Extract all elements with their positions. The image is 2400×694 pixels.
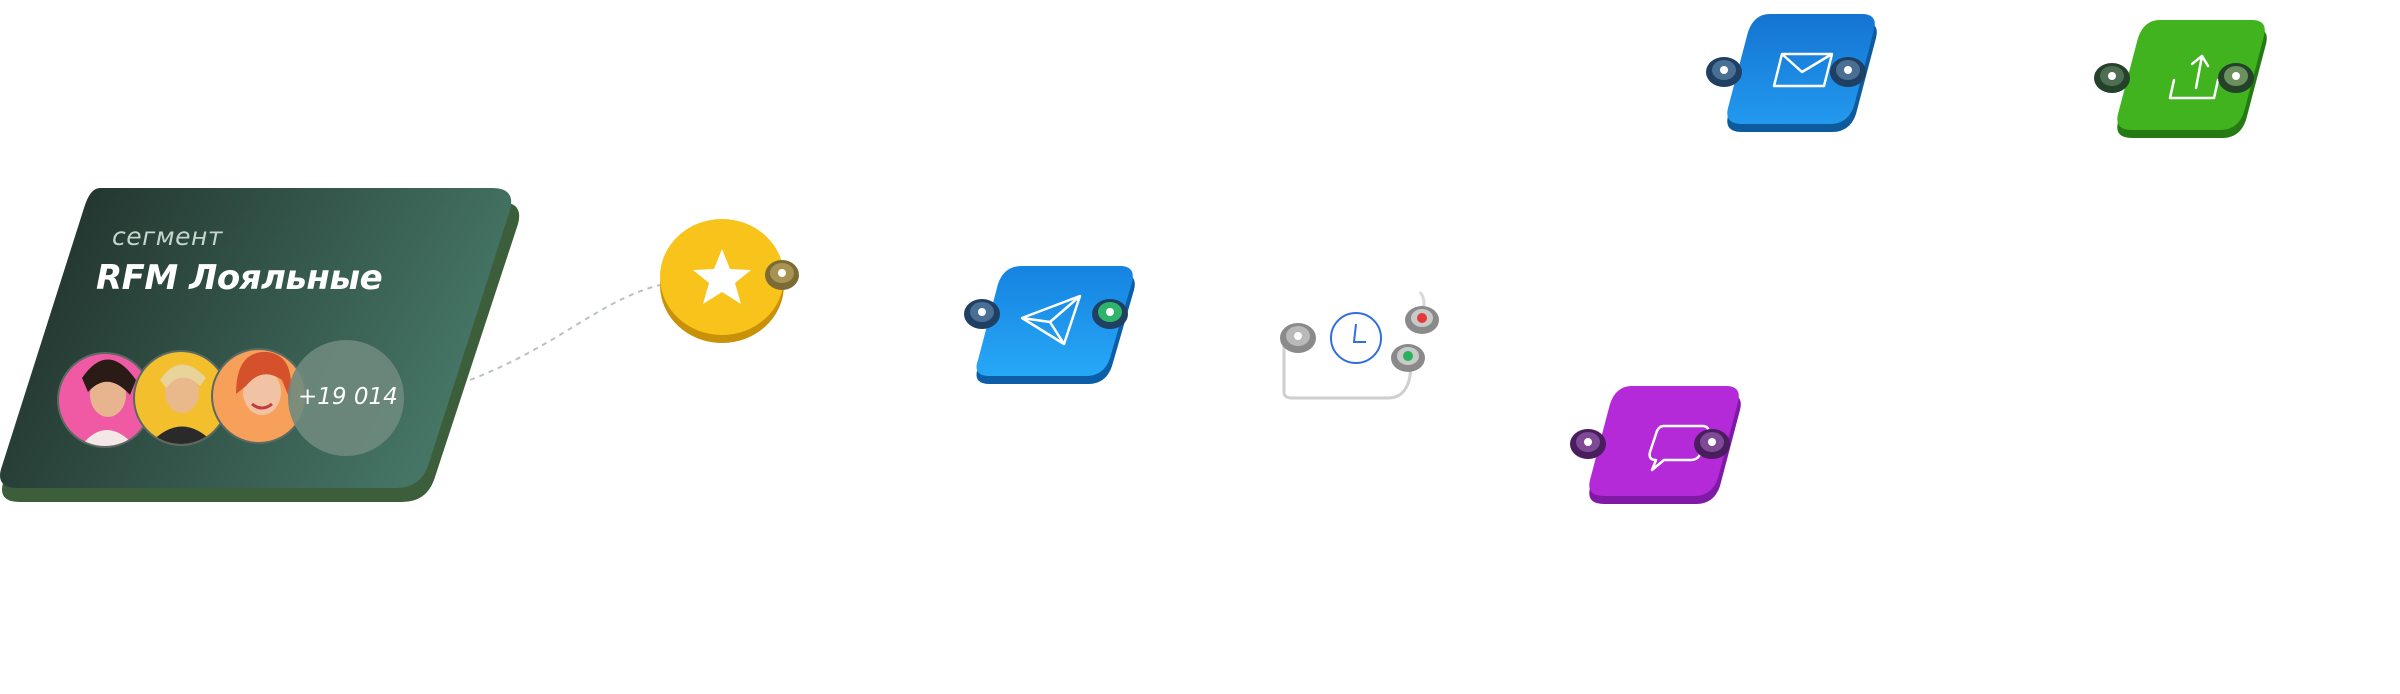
input-port[interactable] bbox=[1706, 57, 1742, 87]
wait-node-outline bbox=[1282, 340, 1414, 400]
telegram-node-face bbox=[976, 266, 1133, 376]
envelope-icon bbox=[1772, 52, 1834, 88]
email-node[interactable] bbox=[1700, 10, 1880, 140]
input-port[interactable] bbox=[2094, 63, 2130, 93]
output-port[interactable] bbox=[2218, 63, 2254, 93]
output-port[interactable] bbox=[1694, 429, 1730, 459]
output-port-success[interactable] bbox=[1391, 344, 1425, 372]
telegram-node[interactable] bbox=[960, 258, 1140, 398]
input-port[interactable] bbox=[1280, 323, 1316, 353]
export-node[interactable] bbox=[2090, 16, 2270, 146]
input-port[interactable] bbox=[1570, 429, 1606, 459]
upload-icon bbox=[2168, 54, 2220, 100]
wait-node[interactable] bbox=[1270, 280, 1450, 410]
export-node-face bbox=[2117, 20, 2265, 130]
clock-icon bbox=[1330, 312, 1382, 364]
sms-node[interactable] bbox=[1560, 382, 1741, 512]
email-node-face bbox=[1727, 14, 1875, 124]
more-count-bubble bbox=[288, 340, 404, 456]
output-port[interactable] bbox=[765, 260, 799, 290]
avatar-yellow bbox=[133, 350, 229, 446]
output-port-fail[interactable] bbox=[1405, 306, 1439, 334]
paper-plane-icon bbox=[1020, 294, 1082, 346]
sms-node-face bbox=[1589, 386, 1739, 496]
input-port[interactable] bbox=[964, 299, 1000, 329]
trigger-node[interactable] bbox=[650, 205, 810, 345]
star-icon bbox=[693, 249, 751, 304]
segment-card[interactable]: сегмент RFM Лояльные +19 014 bbox=[0, 0, 540, 520]
output-port[interactable] bbox=[1092, 299, 1128, 329]
output-port[interactable] bbox=[1830, 57, 1866, 87]
